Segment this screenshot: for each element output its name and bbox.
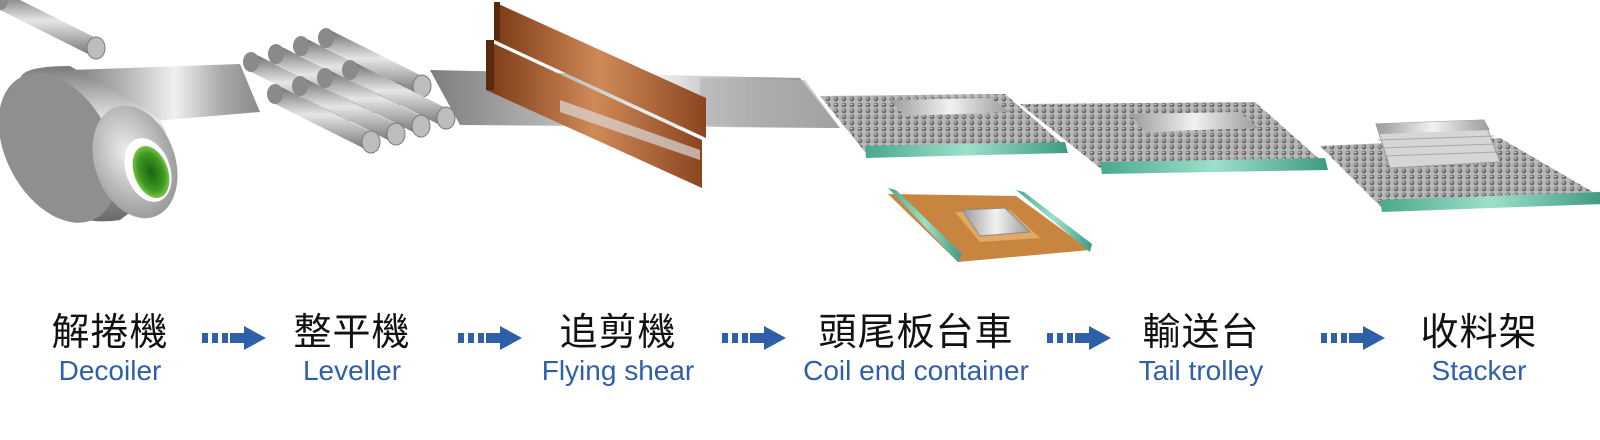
conveyor-section-2 [1020,102,1328,174]
step-coil-end-container-en-label: Coil end container [803,355,1029,386]
step-stacker-en-label: Stacker [1431,355,1527,386]
step-decoiler-en-label: Decoiler [58,355,162,386]
step-tail-trolley: 輸送台 Tail trolley [1071,308,1331,386]
stacker-conveyor [1320,119,1600,212]
step-leveller-en-label: Leveller [302,355,402,386]
step-tail-trolley-zh-label: 輸送台 [1142,310,1260,354]
step-leveller-zh-label: 整平機 [293,310,411,354]
flow-arrow-1 [202,326,268,350]
coil-end-container-trolley [888,188,1092,262]
step-leveller: 整平機 Leveller [222,308,482,386]
step-coil-end-container: 頭尾板台車 Coil end container [786,308,1046,386]
production-line-illustration [0,0,1600,262]
decoiler-coil [0,66,178,223]
leveller-rolls [0,0,456,154]
flow-arrow-4 [1047,326,1113,350]
step-decoiler-zh-label: 解捲機 [51,310,169,354]
flow-arrow-3 [722,326,788,350]
step-flying-shear-zh-label: 追剪機 [559,310,677,354]
step-tail-trolley-en-label: Tail trolley [1138,355,1264,386]
step-stacker: 收料架 Stacker [1349,308,1600,386]
flying-shear-blades [486,2,706,188]
flow-arrow-5 [1321,326,1387,350]
step-flying-shear-en-label: Flying shear [541,355,695,386]
step-stacker-zh-label: 收料架 [1420,310,1538,354]
step-coil-end-container-zh-label: 頭尾板台車 [818,310,1014,354]
step-flying-shear: 追剪機 Flying shear [488,308,748,386]
step-decoiler: 解捲機 Decoiler [0,308,240,386]
flow-arrow-2 [458,326,524,350]
conveyor-section-1 [820,94,1068,158]
